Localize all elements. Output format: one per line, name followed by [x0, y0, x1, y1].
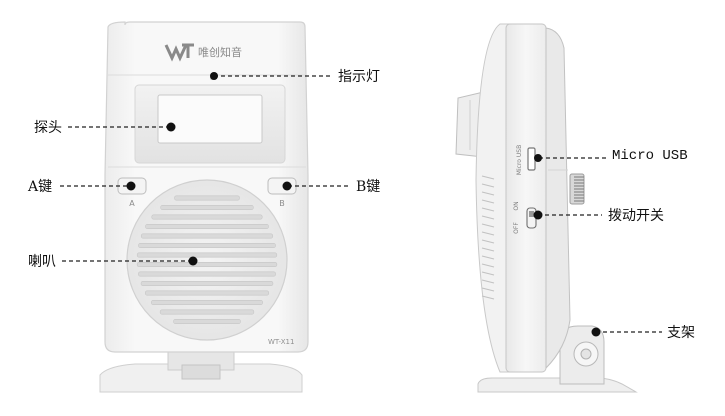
knob-ridges [574, 176, 584, 202]
label-micro-usb: Micro USB [612, 148, 688, 164]
speaker-slot [140, 280, 274, 286]
speaker-slot [151, 214, 263, 220]
dot-bracket [591, 327, 601, 337]
brand-logo: 唯创知音 [164, 43, 242, 62]
speaker-slot [136, 252, 278, 258]
label-probe: 探头 [34, 120, 62, 136]
side-body [505, 23, 547, 373]
label-speaker: 喇叭 [28, 254, 56, 270]
dot-toggle [533, 210, 543, 220]
dot-micro-usb [534, 154, 542, 162]
label-indicator: 指示灯 [338, 69, 380, 85]
speaker-slot [173, 318, 241, 324]
speaker-slot [174, 195, 240, 201]
speaker-grill [126, 179, 288, 341]
dot-indicator [210, 72, 218, 80]
dot-key-a [126, 181, 136, 191]
dot-key-b [282, 181, 292, 191]
speaker-slot [138, 271, 276, 277]
speaker-slot [138, 243, 276, 249]
label-bracket: 支架 [667, 325, 695, 341]
side-rib [481, 183, 495, 188]
model-label: WT-X11 [268, 338, 294, 346]
side-view: Micro USB ON OFF [455, 23, 638, 393]
front-view: 唯创知音 A B WT-X11 [99, 21, 309, 393]
side-rib [481, 279, 495, 284]
side-rib [481, 295, 495, 300]
callout-leaders [60, 75, 662, 333]
speaker-slot [159, 309, 255, 315]
button-a-caption: A [129, 199, 135, 208]
callout-dots [126, 72, 601, 337]
side-rib [481, 207, 495, 212]
side-rib [481, 263, 495, 268]
speaker-slot [151, 299, 263, 305]
side-stand-base [477, 377, 638, 393]
side-rib [481, 223, 495, 228]
probe-lens [157, 94, 263, 144]
side-off-text: OFF [513, 222, 520, 234]
speaker-slot [140, 233, 274, 239]
label-key-b: B键 [356, 179, 381, 195]
label-toggle-switch: 拨动开关 [608, 208, 664, 224]
side-rib [481, 287, 495, 292]
speaker-slots [136, 195, 278, 324]
side-rib [481, 231, 495, 236]
brand-text: 唯创知音 [198, 45, 242, 59]
side-on-text: ON [513, 201, 520, 210]
side-ribs [481, 175, 495, 300]
side-rib [481, 239, 495, 244]
side-rib [481, 175, 495, 180]
side-rib [481, 255, 495, 260]
side-rib [481, 199, 495, 204]
button-b-caption: B [279, 199, 285, 208]
side-rib [481, 191, 495, 196]
side-usb-text: Micro USB [516, 145, 523, 175]
side-rib [481, 215, 495, 220]
side-rib [481, 247, 495, 252]
label-key-a: A键 [28, 179, 53, 195]
speaker-slot [145, 224, 269, 230]
speaker-slot [136, 261, 278, 267]
speaker-slot [160, 205, 254, 211]
side-rib [481, 271, 495, 276]
micro-usb-port[interactable] [527, 147, 536, 171]
side-front-face [545, 27, 571, 370]
speaker-slot [144, 290, 270, 296]
dot-speaker [188, 256, 198, 266]
dot-probe [166, 122, 176, 132]
